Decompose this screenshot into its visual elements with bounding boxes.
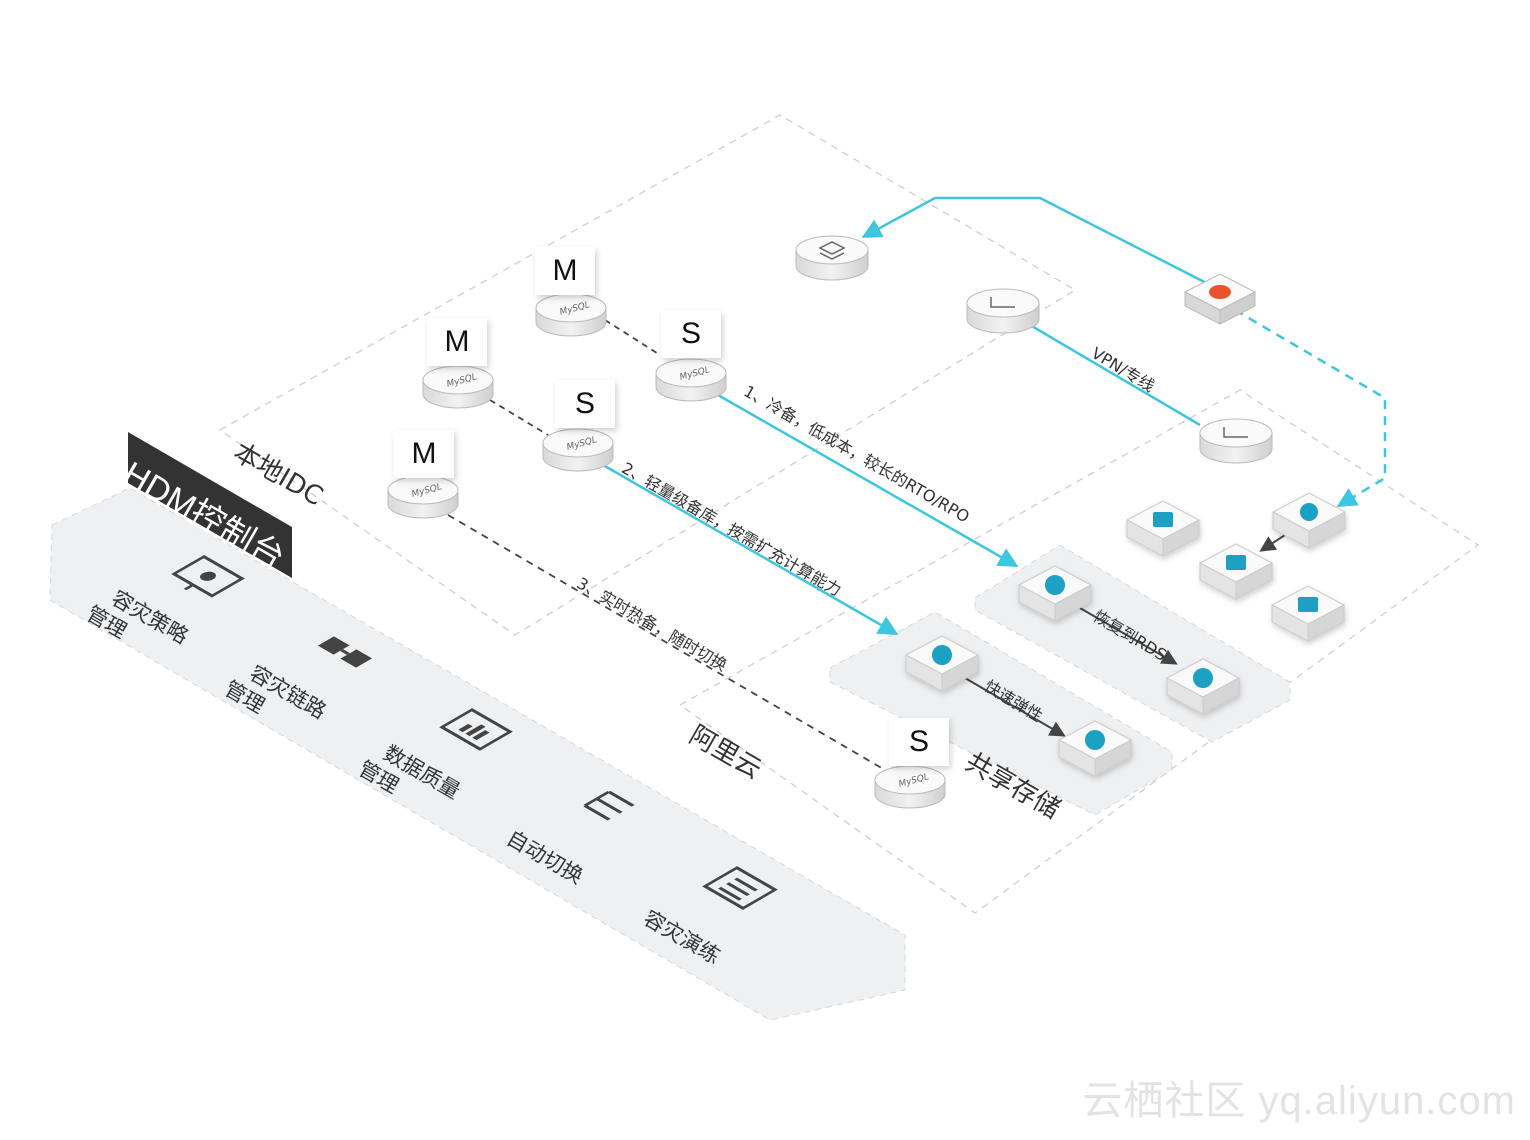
gateway-box-icon: [1183, 273, 1257, 325]
vpn-line: [1029, 323, 1201, 427]
master-label-2: M: [427, 318, 487, 366]
layers-device-icon: [795, 235, 869, 281]
mysql-db-s1: MySQL: [655, 358, 727, 402]
network-server-arrow: [1259, 534, 1286, 552]
elastic-box-b-icon: [1057, 720, 1133, 777]
network-node-icon: [1271, 492, 1347, 549]
path1-arrow: [717, 393, 1019, 567]
cloud-server-c-icon: [1270, 585, 1346, 642]
vpn-link-top: [861, 196, 1221, 292]
mysql-db-s2: MySQL: [542, 428, 614, 472]
cloud-server-a-icon: [1125, 500, 1201, 557]
hdm-title: HDM控制台: [116, 454, 291, 578]
monitor-gear-icon: [171, 554, 245, 598]
local-idc-region: [218, 114, 1077, 636]
slave-label-1: S: [661, 310, 721, 358]
mysql-db-m3: MySQL: [387, 475, 459, 519]
mysql-db-m1: MySQL: [535, 293, 607, 337]
hdm-panel: [49, 487, 906, 1021]
list-document-icon: [702, 866, 778, 910]
watermark: 云栖社区 yq.aliyun.com: [1082, 1079, 1516, 1123]
rds-box-icon: [1165, 658, 1241, 715]
router-dashed-link: [1234, 308, 1387, 508]
master-label-1: M: [535, 247, 595, 295]
path2-arrow: [602, 463, 899, 635]
db-switch-icon: [583, 790, 635, 821]
aliyun-region: [678, 389, 1480, 914]
local-router-icon: [966, 288, 1040, 334]
hdm-title-box: [128, 432, 292, 578]
chart-screen-icon: [439, 708, 513, 751]
cloud-router-icon: [1199, 418, 1273, 464]
master-label-3: M: [394, 430, 454, 478]
cloud-server-b-icon: [1198, 543, 1274, 600]
slave-label-2: S: [555, 380, 615, 428]
m2-s2-link: [489, 399, 549, 436]
m1-s1-link: [604, 319, 661, 356]
path3-line: [447, 514, 886, 771]
link-icon: [317, 636, 373, 668]
elastic-box-a-icon: [904, 635, 980, 692]
slave-label-3: S: [889, 718, 949, 766]
elastic-arrow: [964, 677, 1066, 737]
restore-arrow: [1079, 607, 1178, 665]
backup-box-icon: [1017, 565, 1093, 622]
mysql-db-s3: MySQL: [874, 765, 946, 809]
mysql-db-m2: MySQL: [422, 365, 494, 409]
